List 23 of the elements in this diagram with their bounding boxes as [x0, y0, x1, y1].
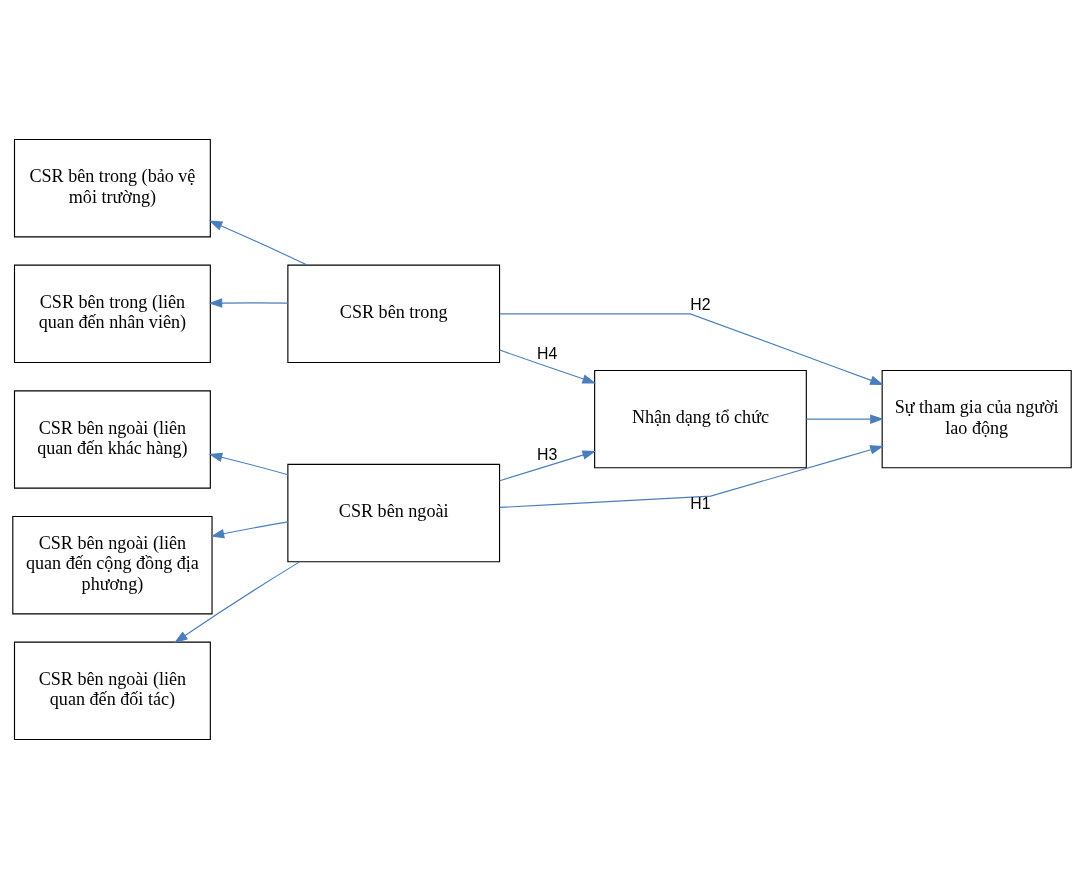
node-box: CSR bên ngoài	[287, 463, 501, 562]
edge-label: H4	[536, 344, 558, 362]
edge-label: H2	[690, 295, 711, 313]
edge-label: H1	[690, 494, 711, 512]
arrow	[208, 297, 289, 308]
arrow	[208, 452, 289, 475]
node-box: CSR bên ngoài (liên quan đến đối tác)	[13, 641, 211, 740]
arrow	[805, 413, 884, 424]
node-box: CSR bên ngoài (liên quan đến cộng đồng địa phương)	[12, 515, 213, 614]
edge-label: H3	[536, 445, 558, 463]
arrow	[208, 220, 308, 266]
node-box: Nhận dạng tổ chức	[594, 369, 807, 468]
node-box: CSR bên trong (liên quan đến nhân viên)	[13, 264, 211, 363]
arrow	[499, 349, 596, 383]
node-box: CSR bên trong	[287, 264, 501, 363]
arrow	[499, 449, 596, 481]
node-box: CSR bên ngoài (liên quan đến khác hàng)	[13, 389, 211, 489]
arrow	[499, 312, 884, 385]
arrow	[174, 560, 301, 643]
node-box: Sự tham gia của người lao động	[881, 369, 1072, 468]
arrow	[499, 444, 884, 508]
node-box: CSR bên trong (bảo vệ môi trường)	[13, 138, 211, 237]
arrow	[210, 520, 289, 538]
